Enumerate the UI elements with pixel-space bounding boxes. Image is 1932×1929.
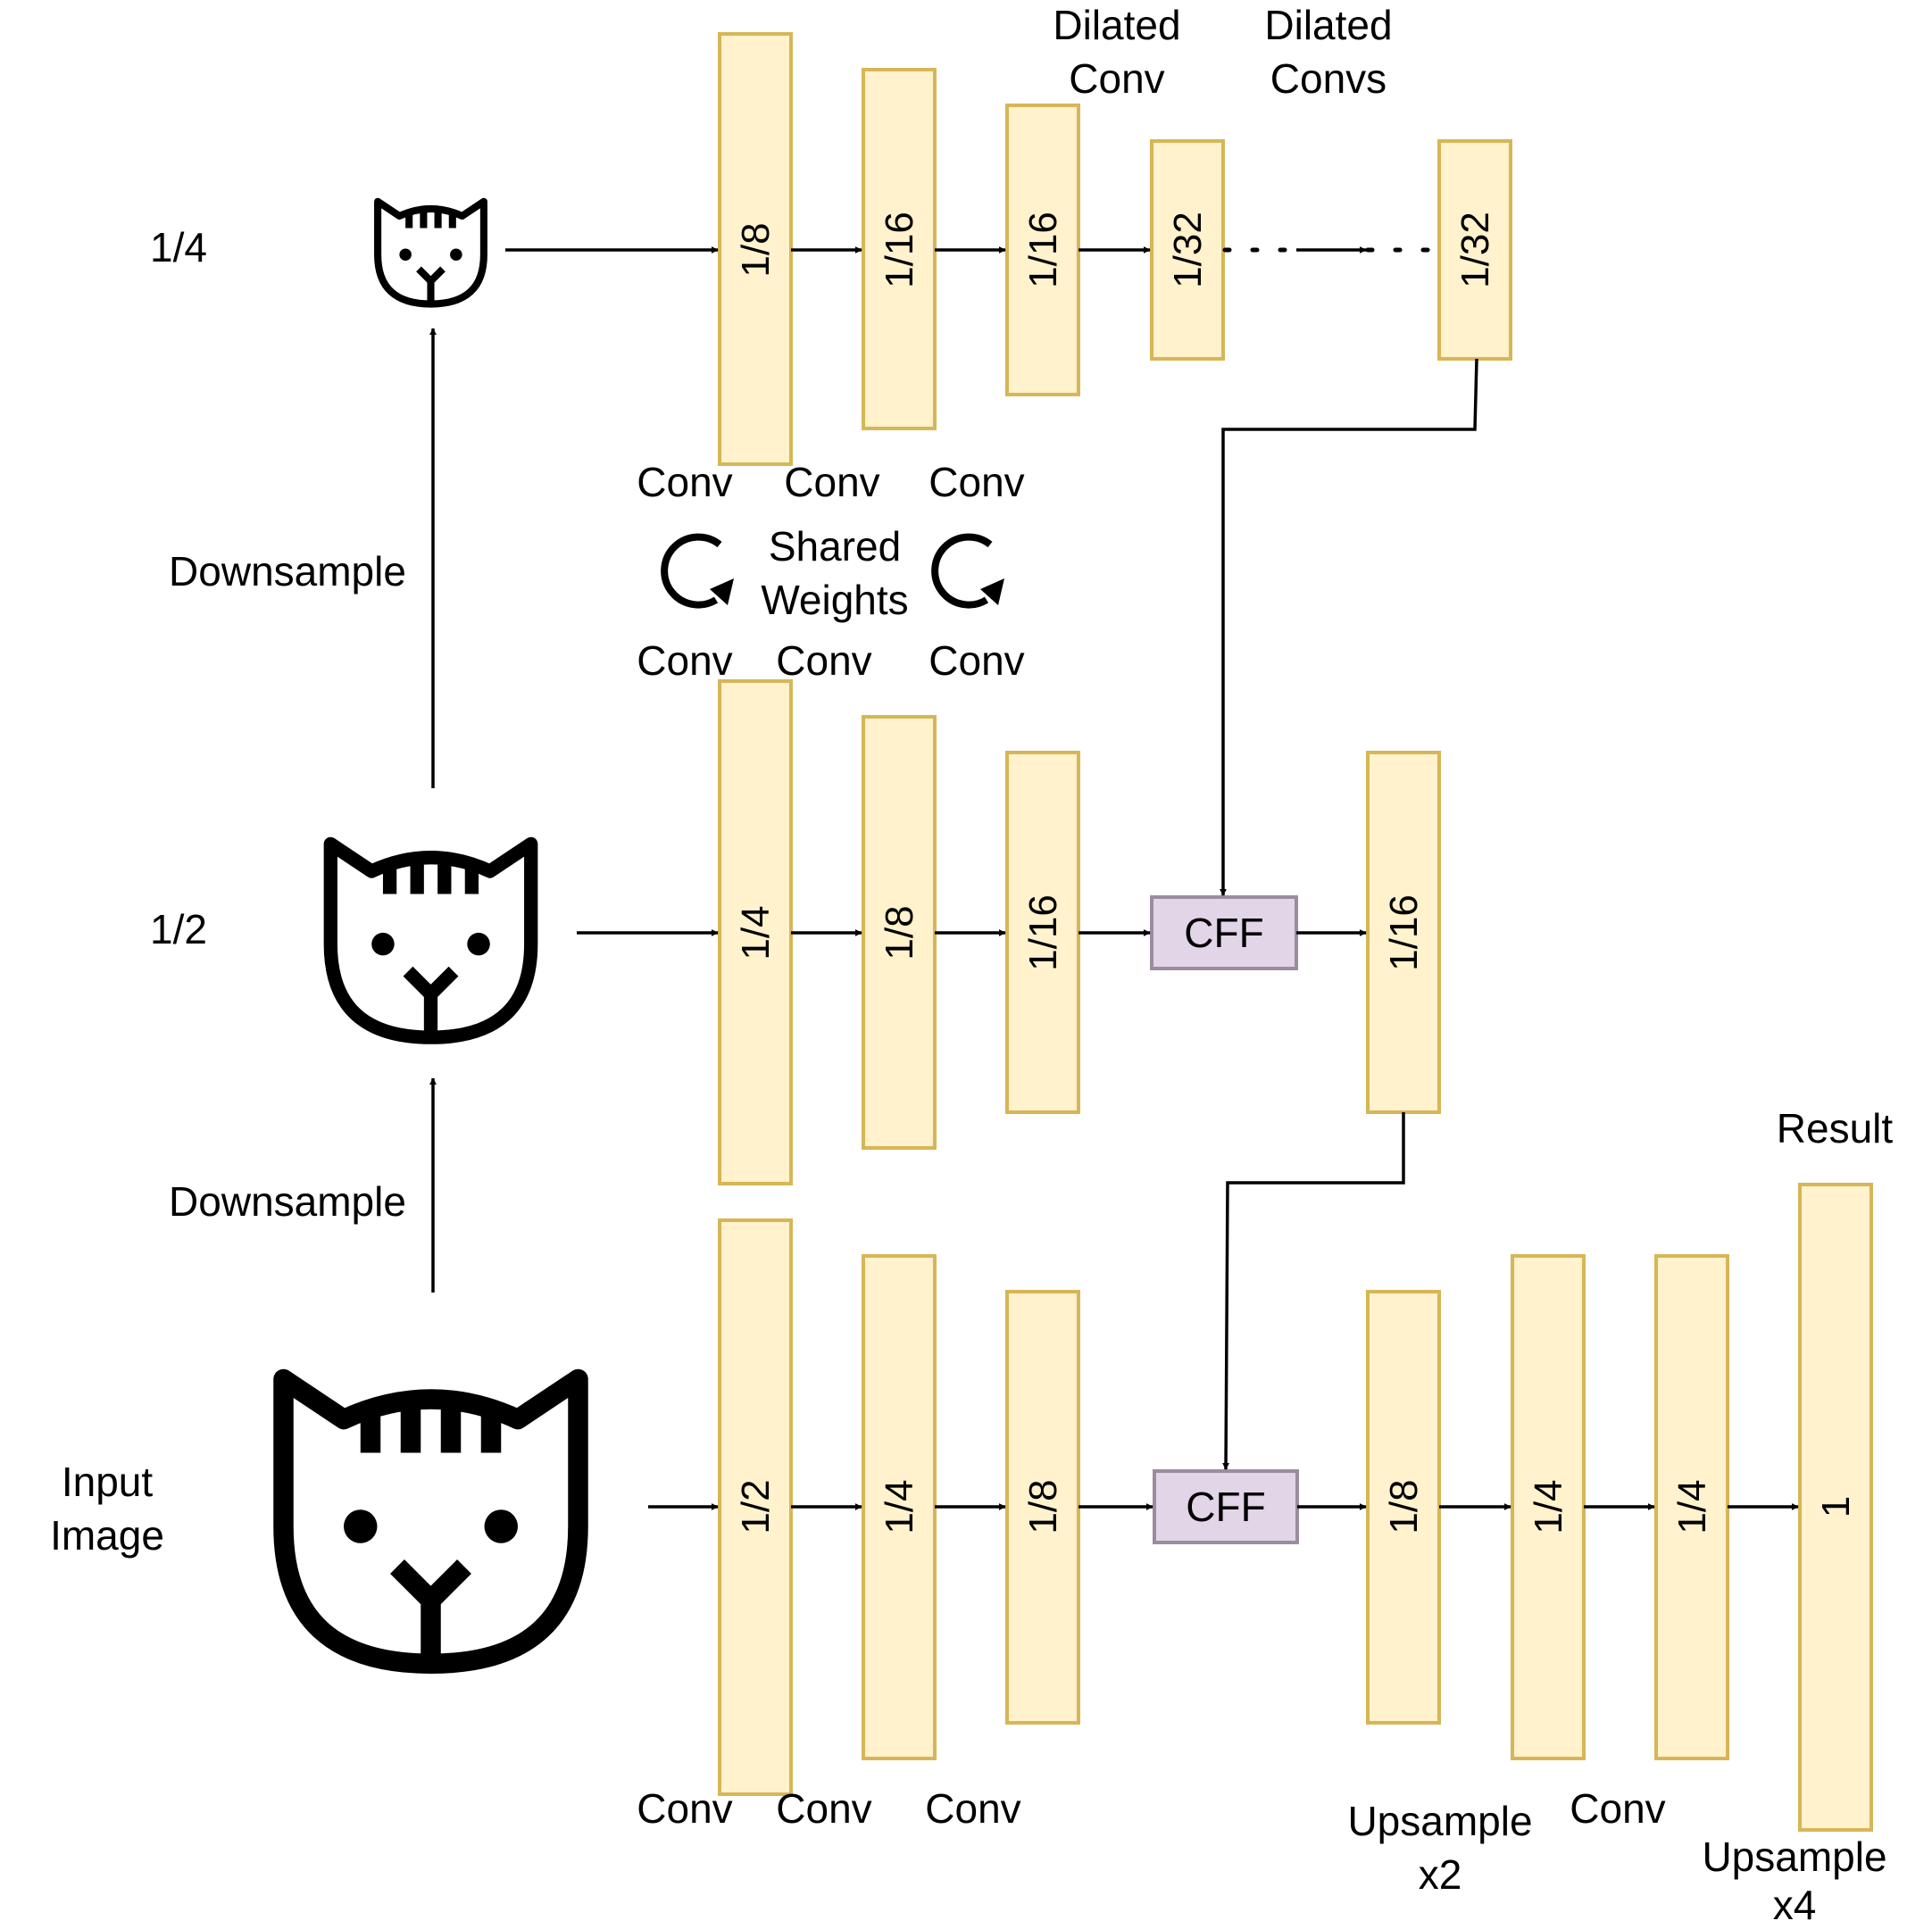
- upsample-x2-line2: x2: [1419, 1851, 1462, 1898]
- dilated-convs-line2: Convs: [1270, 55, 1387, 102]
- top-conv-label-1: Conv: [637, 459, 732, 505]
- downsample-label-top: Downsample: [169, 548, 406, 594]
- input-label-line2: Image: [50, 1512, 164, 1559]
- bot-conv-label-1: Conv: [637, 1785, 732, 1832]
- cat-icon-small: [378, 202, 484, 304]
- mid-bar-3: [1005, 751, 1080, 1114]
- bot-bar-3: [1005, 1290, 1080, 1725]
- input-label-line1: Input: [62, 1459, 154, 1505]
- rotate-cw-icon: [661, 533, 734, 609]
- bot-bar-1: [718, 1218, 793, 1796]
- bot-cff-box: [1153, 1469, 1299, 1544]
- bot-conv-after-label: Conv: [1570, 1785, 1665, 1832]
- bot-bar-5-label: 1/4: [1527, 1479, 1570, 1534]
- top-bar-1-label: 1/8: [734, 222, 778, 277]
- top-bar-3-label: 1/16: [1021, 212, 1065, 288]
- scale-label-quarter: 1/4: [150, 224, 207, 270]
- cat-icon-medium: [330, 844, 530, 1037]
- mid-bar-3-label: 1/16: [1021, 894, 1065, 971]
- mid-conv-label-3: Conv: [929, 637, 1024, 684]
- upsample-x4-line1: Upsample: [1702, 1833, 1886, 1880]
- top-bar-5-label: 1/32: [1453, 212, 1497, 288]
- mid-bar-2-label: 1/8: [878, 905, 921, 960]
- top-conv-label-2: Conv: [784, 459, 879, 505]
- bot-bar-4-label: 1/8: [1382, 1479, 1426, 1534]
- cat-icon-large: [284, 1379, 579, 1664]
- shared-weights-line2: Weights: [761, 577, 908, 623]
- bot-bar-5: [1511, 1254, 1586, 1760]
- bot-conv-label-2: Conv: [776, 1785, 871, 1832]
- bot-bar-2-label: 1/4: [878, 1479, 921, 1534]
- connector-mid-to-bot-cff: [1222, 1112, 1405, 1470]
- mid-bar-4: [1366, 751, 1441, 1114]
- result-label: Result: [1777, 1105, 1894, 1152]
- top-bar-3: [1005, 104, 1080, 396]
- bot-bar-3-label: 1/8: [1021, 1479, 1065, 1534]
- upsample-x4-line2: x4: [1773, 1882, 1817, 1925]
- dilated-conv-line1: Dilated: [1053, 2, 1180, 48]
- mid-conv-label-2: Conv: [776, 637, 871, 684]
- mid-bar-1: [718, 679, 793, 1185]
- dilated-conv-line2: Conv: [1069, 55, 1164, 102]
- top-bar-2-label: 1/16: [878, 212, 921, 288]
- mid-bar-4-label: 1/16: [1382, 894, 1426, 971]
- upsample-x2-line1: Upsample: [1347, 1798, 1532, 1844]
- mid-bar-1-label: 1/4: [734, 905, 778, 960]
- rotate-cw-icon: [931, 533, 1004, 609]
- dilated-convs-line1: Dilated: [1264, 2, 1392, 48]
- mid-conv-label-1: Conv: [637, 637, 732, 684]
- top-conv-label-3: Conv: [929, 459, 1024, 505]
- bot-cff-label: CFF: [1186, 1484, 1265, 1530]
- bot-bar-7-label: 1: [1814, 1496, 1858, 1517]
- scale-label-half: 1/2: [150, 906, 207, 952]
- bot-bar-6-label: 1/4: [1670, 1479, 1714, 1534]
- bot-conv-label-3: Conv: [925, 1785, 1020, 1832]
- connector-top-to-mid-cff: [1220, 358, 1478, 896]
- mid-cff-label: CFF: [1184, 910, 1263, 956]
- bot-bar-7: [1798, 1183, 1873, 1832]
- shared-weights-line1: Shared: [769, 523, 901, 570]
- mid-bar-2: [862, 715, 937, 1150]
- top-bar-4: [1150, 139, 1225, 361]
- downsample-label-bottom: Downsample: [169, 1178, 406, 1225]
- top-bar-4-label: 1/32: [1166, 212, 1210, 288]
- bot-bar-1-label: 1/2: [734, 1479, 778, 1534]
- top-bar-5: [1437, 139, 1512, 361]
- bot-bar-6: [1654, 1254, 1729, 1760]
